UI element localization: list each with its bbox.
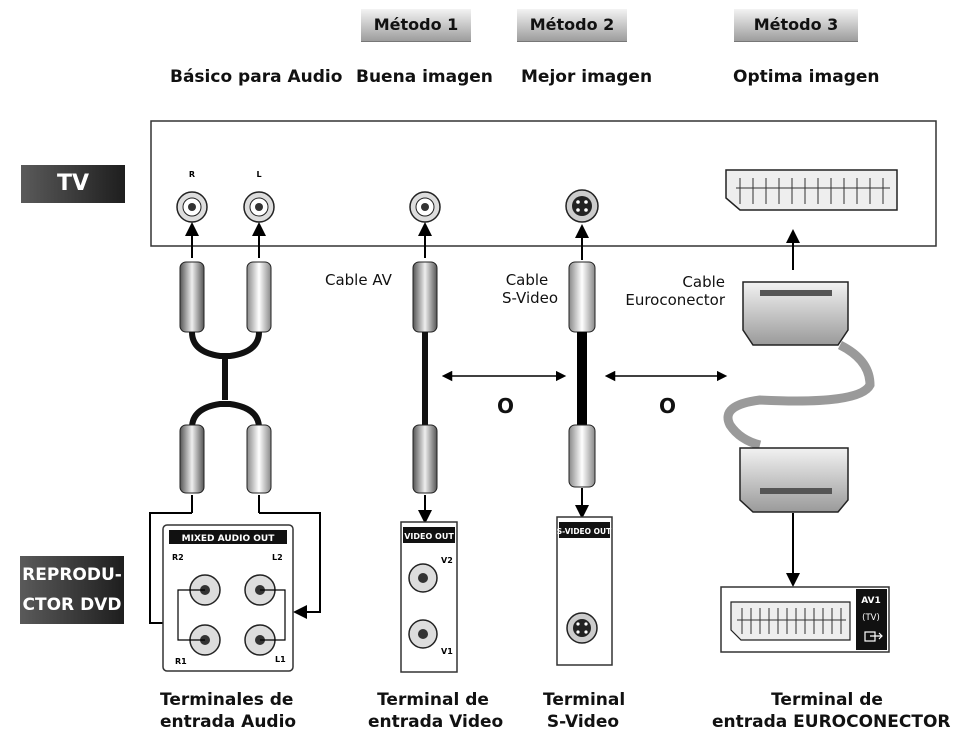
cable-svideo-label: Cable S-Video bbox=[502, 271, 559, 307]
r2-label: R2 bbox=[172, 553, 184, 562]
bottom-video-line2: entrada Video bbox=[368, 712, 504, 732]
tv-svideo-jack bbox=[565, 189, 599, 223]
bottom-video-line1: Terminal de bbox=[377, 690, 489, 710]
dvd-svideo-jack bbox=[566, 612, 598, 644]
av-cable bbox=[412, 261, 438, 494]
or-label-1: O bbox=[497, 394, 515, 418]
dvd-label-line2: CTOR DVD bbox=[22, 595, 122, 615]
bottom-svideo-line1: Terminal bbox=[543, 690, 626, 710]
video-out-label: VIDEO OUT bbox=[404, 532, 454, 541]
bottom-euro-label: Terminal de entrada EUROCONECTOR bbox=[712, 689, 951, 733]
dvd-scart-panel bbox=[720, 586, 890, 653]
method-1-tag: Método 1 bbox=[361, 9, 471, 42]
bottom-audio-line2: entrada Audio bbox=[160, 712, 297, 732]
bottom-video-label: Terminal de entrada Video bbox=[368, 689, 504, 733]
quality-good: Buena imagen bbox=[356, 67, 493, 87]
l2-label: L2 bbox=[272, 553, 283, 562]
dvd-video-v2-jack bbox=[408, 563, 438, 593]
or-label-2: O bbox=[659, 394, 677, 418]
r1-label: R1 bbox=[175, 657, 187, 666]
l1-label: L1 bbox=[275, 655, 286, 664]
tv-paren-label: (TV) bbox=[862, 613, 880, 623]
cable-svideo-line1: Cable bbox=[505, 271, 549, 289]
cable-euro-line1: Cable bbox=[682, 273, 725, 291]
tv-side-label: TV bbox=[21, 165, 125, 203]
v2-label: V2 bbox=[441, 556, 453, 565]
bottom-svideo-line2: S-Video bbox=[546, 712, 620, 732]
bottom-audio-line1: Terminales de bbox=[160, 690, 294, 710]
audio-cable bbox=[179, 261, 272, 494]
mixed-audio-out-label: MIXED AUDIO OUT bbox=[182, 534, 276, 544]
tv-video-jack bbox=[409, 191, 441, 223]
quality-basic: Básico para Audio bbox=[170, 67, 343, 87]
cable-euro-label: Cable Euroconector bbox=[620, 273, 725, 309]
tv-label-text: TV bbox=[56, 171, 90, 196]
tv-jack-r-label: R bbox=[189, 170, 195, 179]
scart-cable bbox=[723, 281, 875, 513]
method-3-label: Método 3 bbox=[753, 15, 839, 34]
cable-svideo-line2: S-Video bbox=[502, 289, 559, 307]
dvd-video-panel bbox=[400, 521, 458, 673]
svideo-cable bbox=[568, 261, 596, 488]
av-input-icon bbox=[864, 631, 883, 642]
bottom-euro-line1: Terminal de bbox=[771, 690, 883, 710]
tv-jack-l-label: L bbox=[256, 170, 261, 179]
method-2-tag: Método 2 bbox=[517, 9, 627, 42]
quality-optimal: Optima imagen bbox=[733, 67, 880, 87]
method-3-tag: Método 3 bbox=[734, 9, 858, 42]
v1-label: V1 bbox=[441, 647, 453, 656]
cable-av-label: Cable AV bbox=[325, 271, 392, 289]
tv-scart-socket bbox=[725, 169, 898, 211]
bottom-svideo-label: Terminal S-Video bbox=[543, 689, 626, 733]
bottom-audio-label: Terminales de entrada Audio bbox=[160, 689, 297, 733]
bottom-euro-line2: entrada EUROCONECTOR bbox=[712, 712, 951, 732]
dvd-side-label: REPRODU- CTOR DVD bbox=[20, 556, 124, 624]
dvd-audio-panel bbox=[162, 524, 294, 672]
svideo-out-label: S-VIDEO OUT bbox=[557, 527, 612, 536]
dvd-label-line1: REPRODU- bbox=[22, 565, 122, 585]
cable-euro-line2: Euroconector bbox=[625, 291, 725, 309]
method-2-label: Método 2 bbox=[529, 15, 615, 34]
quality-better: Mejor imagen bbox=[521, 67, 653, 87]
tv-audio-r-jack bbox=[176, 191, 208, 223]
method-1-label: Método 1 bbox=[373, 15, 459, 34]
dvd-svideo-panel bbox=[556, 516, 613, 666]
dvd-video-v1-jack bbox=[408, 619, 438, 649]
tv-audio-l-jack bbox=[243, 191, 275, 223]
av1-label: AV1 bbox=[861, 596, 881, 606]
